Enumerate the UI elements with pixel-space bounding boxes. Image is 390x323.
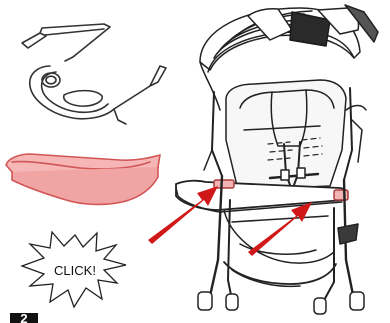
stroller-icon (176, 5, 378, 314)
snack-tray-icon (6, 154, 160, 204)
click-callout-text: CLICK! (54, 263, 96, 278)
click-burst-icon: CLICK! (22, 232, 126, 307)
step-badge: 2 (10, 311, 38, 323)
arrow-icon (248, 202, 312, 256)
cup-holder-frame-icon (22, 24, 166, 124)
step-number: 2 (20, 311, 27, 323)
